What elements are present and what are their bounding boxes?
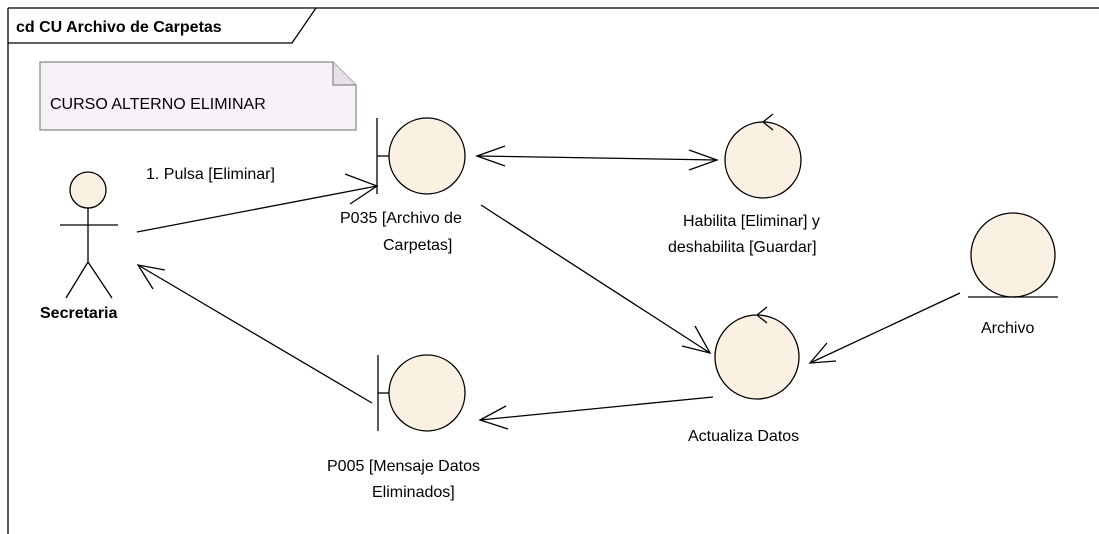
boundary-circle — [388, 354, 466, 432]
arrowhead-right — [688, 149, 719, 171]
boundary-p005: P005 [Mensaje Datos Eliminados] — [327, 354, 480, 501]
actor-left-leg — [65, 261, 89, 299]
control-arrow-icon — [755, 306, 768, 324]
control-label-line2: deshabilita [Guardar] — [668, 239, 817, 256]
boundary-label-line1: P005 [Mensaje Datos — [327, 458, 480, 475]
note-fold — [332, 62, 356, 86]
arrowhead — [478, 405, 509, 430]
entity-circle — [970, 212, 1056, 298]
arrowhead — [136, 264, 166, 290]
control-circle — [724, 121, 802, 199]
arrowhead-left — [475, 145, 506, 167]
message-label: 1. Pulsa [Eliminar] — [146, 166, 275, 183]
note-body — [39, 61, 357, 131]
control-arrow-icon — [761, 113, 774, 131]
connector-archivo-actualiza — [808, 292, 961, 364]
connectors — [136, 145, 961, 430]
note-text: CURSO ALTERNO ELIMINAR — [50, 96, 266, 113]
boundary-label-line1: P035 [Archivo de — [340, 210, 462, 227]
entity-label: Archivo — [981, 320, 1034, 337]
control-actualiza: Actualiza Datos — [688, 306, 800, 445]
connector-actor-to-p035 — [136, 173, 379, 233]
arrowhead — [808, 342, 837, 364]
arrowhead — [681, 325, 712, 354]
control-circle — [714, 314, 800, 400]
control-label: Actualiza Datos — [688, 428, 799, 445]
actor-secretaria: Secretaria — [40, 171, 118, 322]
connector-p005-actor — [136, 264, 373, 404]
connector-actualiza-p005 — [478, 396, 714, 430]
actor-name: Secretaria — [40, 305, 117, 322]
frame-title: cd CU Archivo de Carpetas — [16, 19, 222, 36]
boundary-circle — [388, 117, 466, 195]
arrowhead — [344, 173, 379, 205]
connector-p035-actualiza — [480, 204, 712, 354]
boundary-p035: P035 [Archivo de Carpetas] — [340, 117, 466, 254]
boundary-label-line2: Carpetas] — [383, 237, 452, 254]
connector-p035-habilita — [475, 145, 719, 171]
note: CURSO ALTERNO ELIMINAR — [39, 61, 357, 131]
frame-title-tab — [8, 7, 317, 44]
actor-right-leg — [87, 261, 113, 299]
boundary-label-line2: Eliminados] — [372, 484, 455, 501]
diagram-frame: cd CU Archivo de Carpetas — [7, 7, 1099, 534]
control-label-line1: Habilita [Eliminar] y — [683, 213, 820, 230]
control-habilita: Habilita [Eliminar] y deshabilita [Guard… — [668, 113, 820, 256]
entity-archivo: Archivo — [968, 212, 1058, 337]
actor-head — [69, 171, 107, 209]
